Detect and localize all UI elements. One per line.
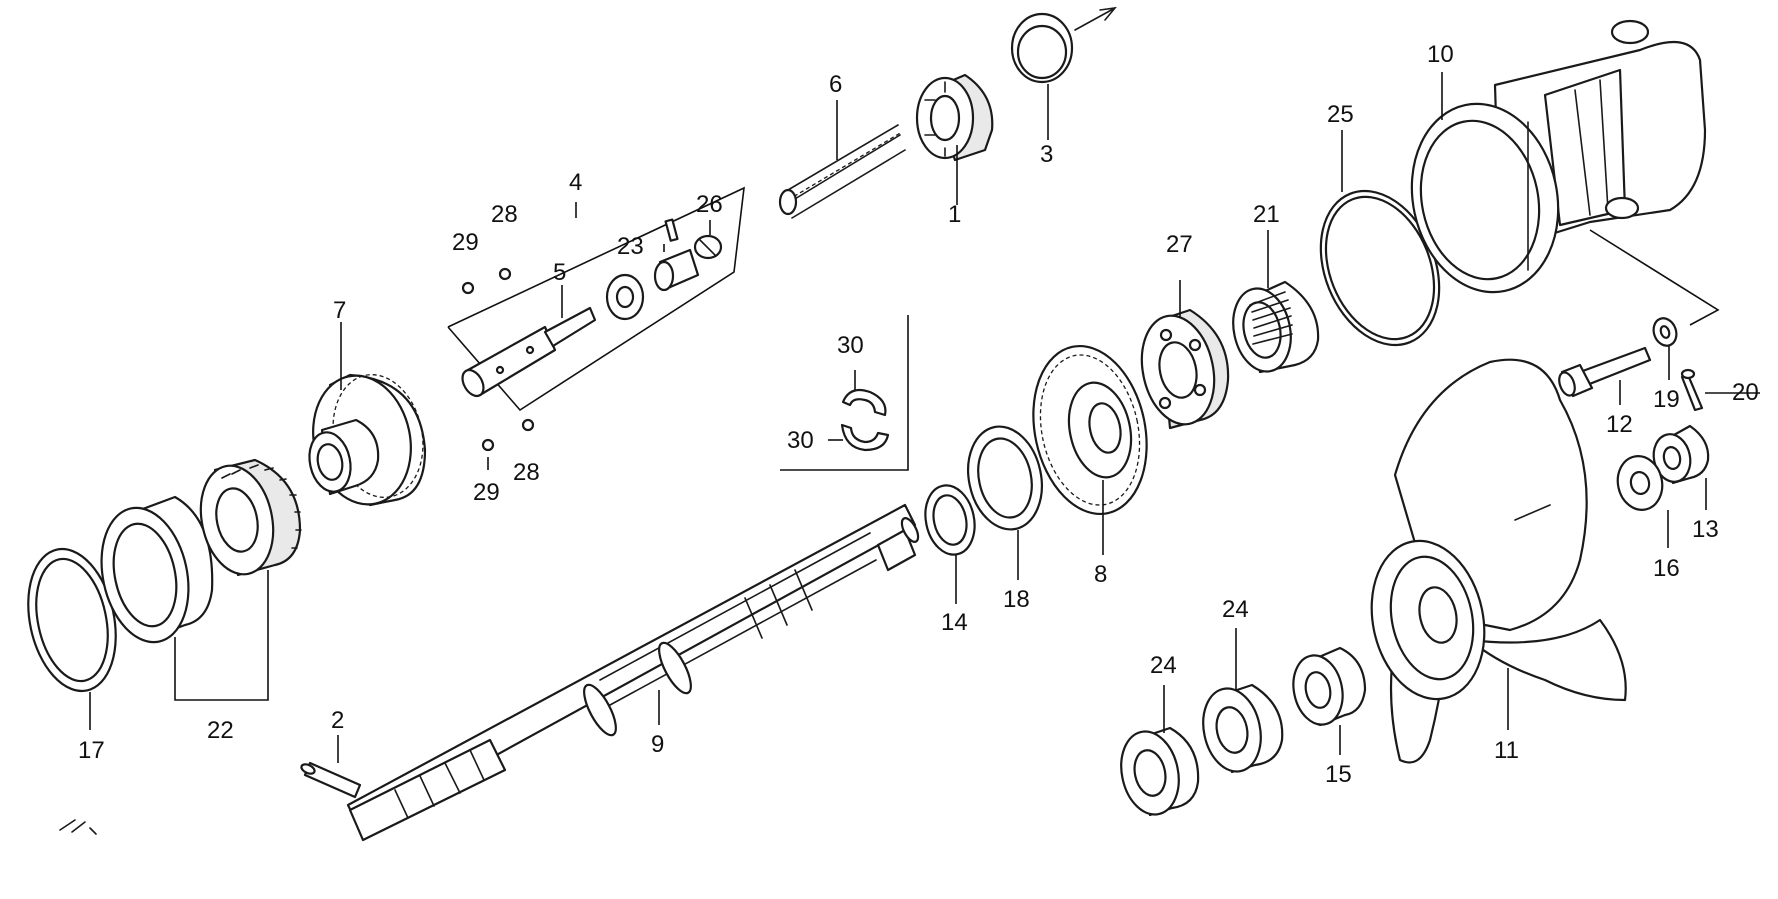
- callout-7: 7: [333, 297, 346, 324]
- part-1-clutch: [915, 73, 994, 162]
- callout-29b: 29: [473, 479, 500, 506]
- part-28-ball-top: [498, 267, 512, 281]
- callout-9: 9: [651, 731, 664, 758]
- callout-8: 8: [1094, 561, 1107, 588]
- callout-17: 17: [78, 737, 105, 764]
- callout-18: 18: [1003, 586, 1030, 613]
- part-7-gear: [308, 373, 427, 507]
- callout-20: 20: [1732, 379, 1759, 406]
- callout-30a: 30: [837, 332, 864, 359]
- part-29-ball-bottom: [481, 438, 495, 452]
- part-30-box: [780, 315, 909, 471]
- fragment-mark: [59, 819, 97, 835]
- part-11-propeller: [1370, 358, 1627, 764]
- callout-1: 1: [948, 201, 961, 228]
- part-26-clip: [693, 234, 723, 260]
- part-16-washer: [1616, 455, 1664, 511]
- callout-28b: 28: [513, 459, 540, 486]
- callout-27: 27: [1166, 231, 1193, 258]
- callout-6: 6: [829, 71, 842, 98]
- part-15-spacer: [1292, 646, 1367, 727]
- part-24-oil-seal-right: [1202, 683, 1284, 774]
- part-2-pin: [300, 761, 362, 799]
- part-22-bracket: [174, 570, 269, 701]
- part-29-ball-top: [461, 281, 475, 295]
- callout-29a: 29: [452, 229, 479, 256]
- part-17-ring: [27, 547, 117, 693]
- callout-13: 13: [1692, 516, 1719, 543]
- part-19-washer: [1652, 317, 1678, 347]
- callout-15: 15: [1325, 761, 1352, 788]
- callout-26: 26: [696, 191, 723, 218]
- arrow-3: [1074, 6, 1117, 31]
- callout-16: 16: [1653, 555, 1680, 582]
- callout-30b: 30: [787, 427, 814, 454]
- leader-lines: [89, 72, 1760, 763]
- part-3-ring: [1010, 12, 1074, 84]
- callout-11: 11: [1494, 737, 1519, 764]
- part-13-castle-nut: [1652, 424, 1710, 485]
- callout-3: 3: [1040, 141, 1053, 168]
- callout-25: 25: [1327, 101, 1354, 128]
- callout-24b: 24: [1222, 596, 1249, 623]
- part-12-bolt: [1558, 346, 1652, 398]
- callout-2: 2: [331, 707, 344, 734]
- part-20-cotter-pin: [1680, 368, 1704, 412]
- part-30-half-ring-bottom: [840, 423, 890, 452]
- callout-23: 23: [617, 233, 644, 260]
- part-27-ball-bearing: [1140, 308, 1230, 430]
- part-22-roller-bearing: [199, 458, 302, 577]
- part-10-bearing-holder: [1410, 19, 1707, 294]
- part-22-outer-race: [100, 495, 214, 644]
- part-23-pin: [664, 218, 679, 242]
- callout-28a: 28: [491, 201, 518, 228]
- callout-4: 4: [569, 169, 582, 196]
- part-14-washer: [924, 484, 976, 556]
- part-9-propeller-shaft: [346, 503, 920, 842]
- part-6-spring: [778, 124, 906, 219]
- callout-5: 5: [553, 259, 566, 286]
- part-21-needle-bearing: [1232, 280, 1320, 374]
- part-8-bevel-gear: [1032, 344, 1148, 516]
- callout-14: 14: [941, 609, 968, 636]
- part-sleeve: [653, 248, 700, 292]
- callout-10: 10: [1427, 41, 1454, 68]
- part-25-o-ring: [1319, 189, 1441, 347]
- part-collar: [605, 273, 645, 321]
- part-18-thrust-washer: [967, 425, 1043, 531]
- callout-21: 21: [1253, 201, 1280, 228]
- callout-24a: 24: [1150, 652, 1177, 679]
- callout-22: 22: [207, 717, 234, 744]
- callout-12: 12: [1606, 411, 1633, 438]
- part-24-oil-seal-left: [1120, 726, 1200, 817]
- callout-19: 19: [1653, 386, 1680, 413]
- part-30-half-ring-top: [841, 388, 887, 417]
- part-10-bracket: [1589, 229, 1720, 326]
- part-5-shifter-shaft: [461, 306, 597, 398]
- part-28-ball-bottom: [521, 418, 535, 432]
